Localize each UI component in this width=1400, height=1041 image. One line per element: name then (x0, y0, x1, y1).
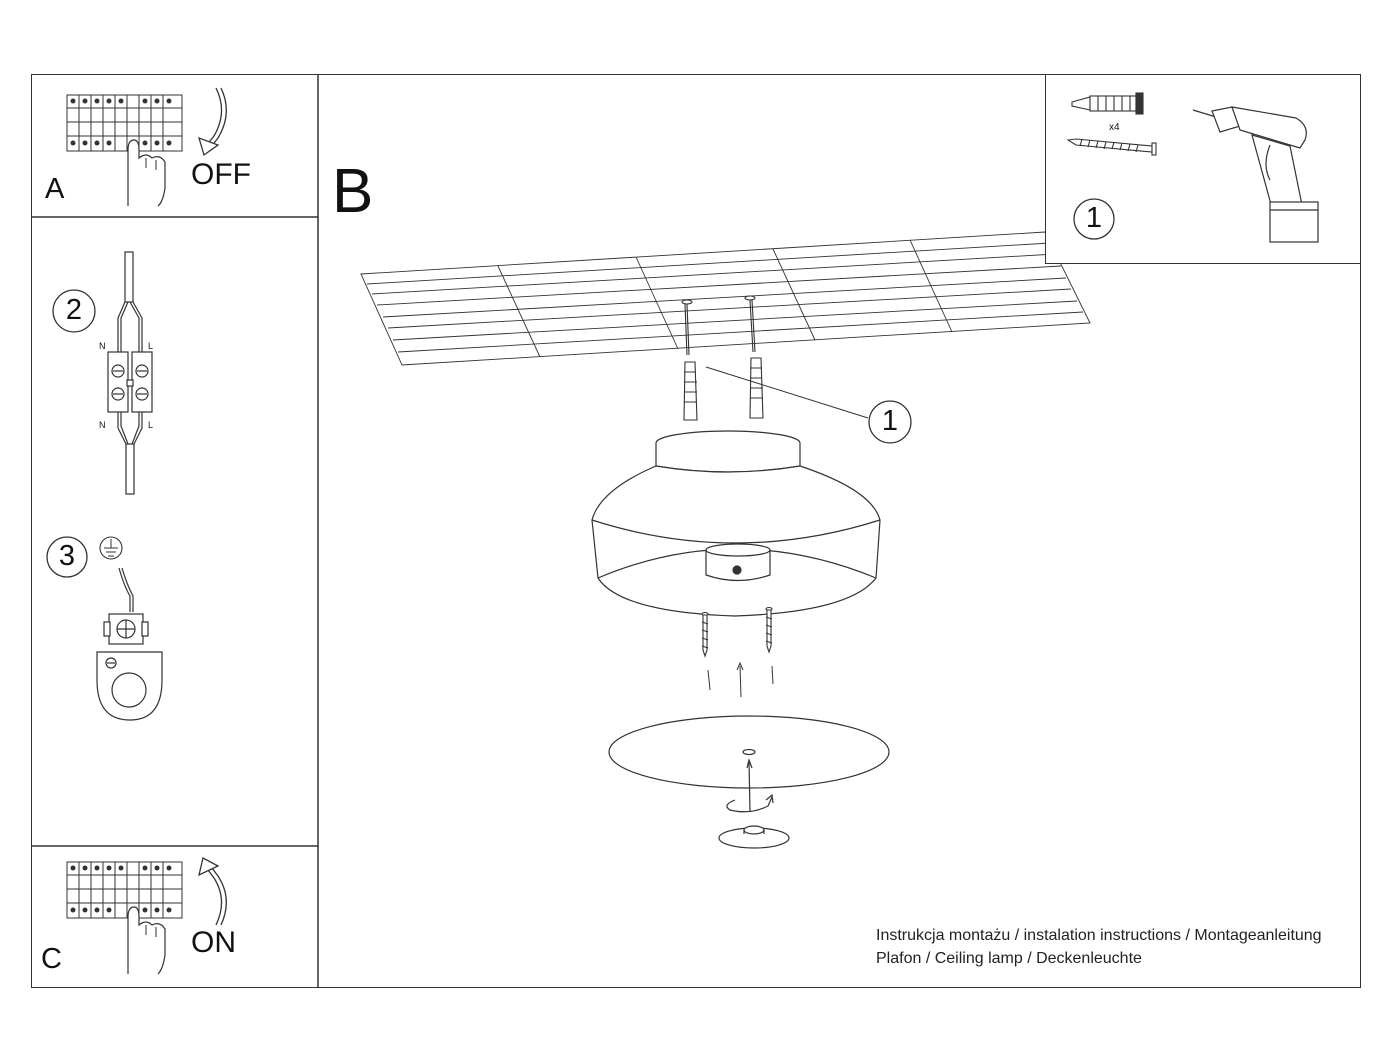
caption-line-2: Plafon / Ceiling lamp / Deckenleuchte (876, 950, 1142, 967)
terminal-label-l-bottom: L (148, 420, 154, 430)
panel-letter: C (41, 943, 62, 975)
panel-letter: A (45, 173, 65, 205)
step-number: 1 (1085, 202, 1103, 234)
terminal-label-n-bottom: N (99, 420, 106, 430)
power-state-label: OFF (191, 158, 251, 191)
instruction-sheet-frame (31, 74, 1361, 988)
power-state-label: ON (191, 926, 236, 959)
callout-number: 1 (881, 405, 899, 437)
terminal-label-n-top: N (99, 341, 106, 351)
terminal-label-l-top: L (148, 341, 154, 351)
step-number: 3 (58, 540, 76, 572)
caption-line-1: Instrukcja montażu / instalation instruc… (876, 927, 1322, 944)
panel-letter-b: B (332, 157, 374, 226)
quantity-label: x4 (1109, 122, 1120, 133)
step-number: 2 (65, 294, 83, 326)
